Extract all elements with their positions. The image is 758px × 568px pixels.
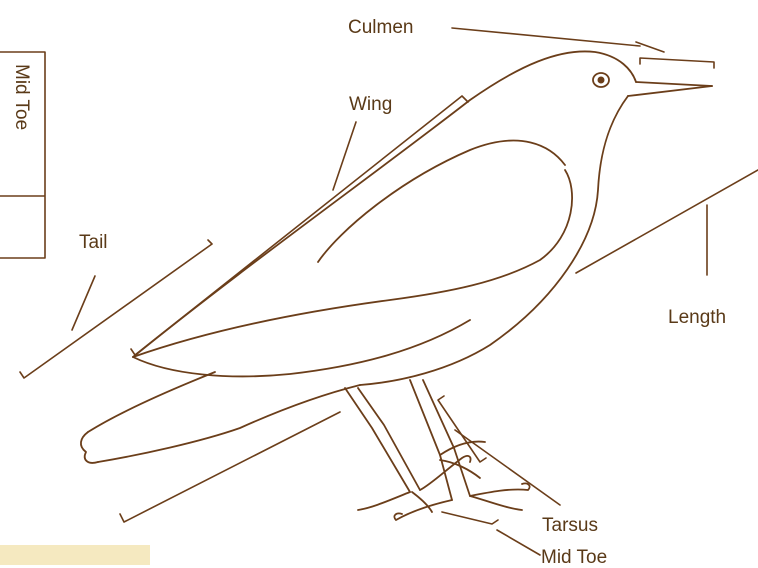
mid-toe-bracket xyxy=(442,512,498,524)
culmen-pointer xyxy=(452,28,664,52)
bird-wing-covert xyxy=(318,141,565,262)
wing-bracket xyxy=(131,96,468,355)
mid-toe-label: Mid Toe xyxy=(541,548,607,567)
wing-label: Wing xyxy=(349,95,392,114)
bird-rear-foot xyxy=(358,456,471,512)
wing-pointer xyxy=(333,122,356,190)
bird-upper-mandible xyxy=(636,82,712,86)
tarsus-pointer xyxy=(455,430,560,505)
mid-toe-box-label: Mid Toe xyxy=(12,64,31,130)
bird-front-foot xyxy=(394,483,529,520)
tail-bracket xyxy=(20,240,212,378)
length-label: Length xyxy=(668,308,726,327)
bird-outline xyxy=(81,51,712,520)
bottom-highlight-band xyxy=(0,545,150,565)
culmen-bracket xyxy=(640,58,714,68)
bird-upper-tail xyxy=(88,372,215,432)
bird-pupil xyxy=(598,77,603,82)
bird-wing-outer xyxy=(133,170,572,357)
tail-label: Tail xyxy=(79,233,108,252)
tail-pointer xyxy=(72,276,95,330)
length-line xyxy=(576,170,758,273)
tail-length-line xyxy=(120,412,340,522)
bird-breast xyxy=(360,96,628,385)
mid-toe-pointer xyxy=(497,530,540,555)
tarsus-label: Tarsus xyxy=(542,516,598,535)
bird-lower-mandible xyxy=(628,86,712,96)
bird-rear-leg xyxy=(345,388,420,492)
bird-undertail xyxy=(98,385,360,462)
bird-wing-lower xyxy=(133,320,470,376)
culmen-label: Culmen xyxy=(348,18,413,37)
bird-tail-tip xyxy=(81,432,98,463)
